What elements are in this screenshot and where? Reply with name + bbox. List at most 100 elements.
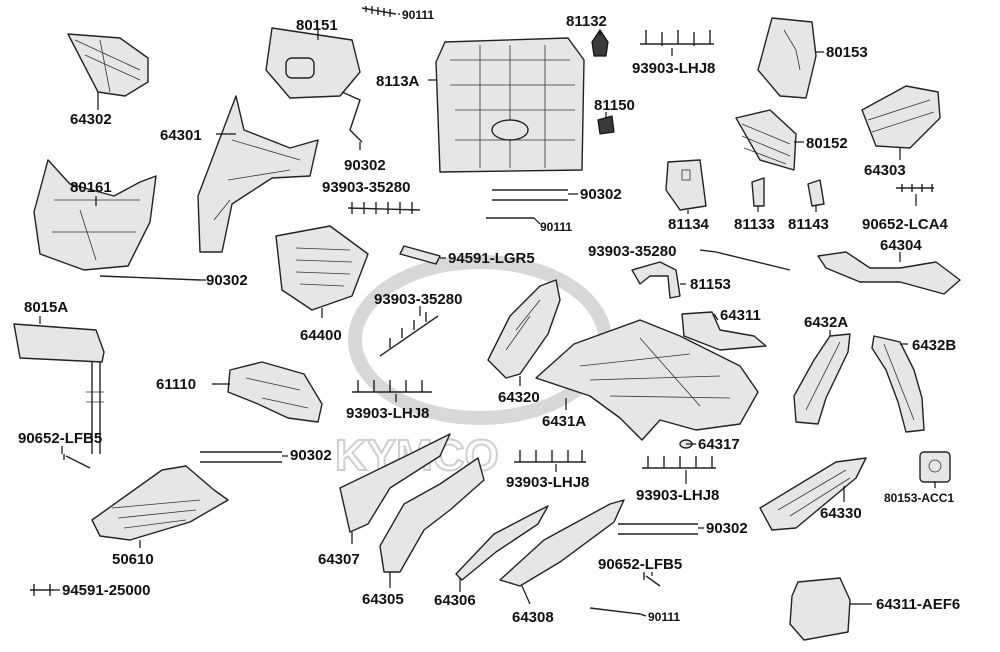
label-93903-lhj8-b: 93903-LHJ8: [346, 405, 429, 422]
part-93903-lhj8-a-clips: [640, 30, 714, 46]
label-64311-aef6: 64311-AEF6: [876, 596, 960, 613]
label-64330: 64330: [820, 505, 862, 522]
label-64304: 64304: [880, 237, 922, 254]
label-81153: 81153: [690, 276, 731, 293]
label-93903-35280-b: 93903-35280: [588, 243, 676, 260]
part-64306-shape: [455, 505, 549, 581]
label-90111-a: 90111: [402, 8, 434, 22]
part-50610-shape: [91, 465, 229, 541]
label-8015a: 8015A: [24, 299, 68, 316]
label-93903-lhj8-a: 93903-LHJ8: [632, 60, 715, 77]
part-6431a-shape: [535, 319, 759, 441]
label-64308: 64308: [512, 609, 554, 626]
leader-lines: [39, 13, 936, 617]
part-93903-35280-c-screws: [379, 312, 439, 357]
part-94591-25000-clip: [30, 584, 54, 596]
label-81132: 81132: [566, 13, 607, 30]
part-94591-lgr5-shape: [399, 245, 441, 265]
label-93903-35280-a: 93903-35280: [322, 179, 410, 196]
label-64317: 64317: [698, 436, 740, 453]
label-90111-c: 90111: [648, 610, 680, 624]
part-81150-shape: [597, 115, 615, 135]
part-64400-shape: [275, 225, 369, 311]
label-90302-b: 90302: [344, 157, 386, 174]
part-80161-shape: [33, 159, 157, 271]
label-90652-lfb5-b: 90652-LFB5: [598, 556, 682, 573]
label-93903-lhj8-d: 93903-LHJ8: [636, 487, 719, 504]
part-64307-shape: [339, 433, 451, 533]
label-90302-c: 90302: [580, 186, 622, 203]
part-64305-shape: [379, 457, 485, 573]
part-64311-shape: [681, 311, 767, 351]
label-50610: 50610: [112, 551, 154, 568]
part-64301-shape: [197, 95, 319, 253]
part-80153-shape: [757, 17, 817, 99]
label-64301: 64301: [160, 127, 202, 144]
part-81132-shape: [591, 28, 609, 57]
part-64304-shape: [817, 251, 961, 295]
label-6432b: 6432B: [912, 337, 956, 354]
part-61110-shape: [227, 361, 323, 423]
part-90652-lca4-clips: [896, 184, 934, 192]
part-8015a-shape: [13, 323, 105, 454]
part-6432a-shape: [793, 333, 851, 425]
label-80153: 80153: [826, 44, 868, 61]
label-90302-d: 90302: [290, 447, 332, 464]
part-64311-aef6-shape: [789, 577, 851, 641]
label-64320: 64320: [498, 389, 540, 406]
label-6432a: 6432A: [804, 314, 848, 331]
part-90111-c-screws: [589, 607, 641, 615]
label-61110: 61110: [156, 376, 196, 393]
label-90111-b: 90111: [540, 220, 572, 234]
label-64303: 64303: [864, 162, 906, 179]
label-6431a: 6431A: [542, 413, 586, 430]
part-64302-shape: [67, 33, 149, 97]
label-93903-lhj8-c: 93903-LHJ8: [506, 474, 589, 491]
part-64330-shape: [759, 457, 867, 531]
label-81133: 81133: [734, 216, 775, 233]
label-80151: 80151: [296, 17, 338, 34]
label-90652-lfb5-a: 90652-LFB5: [18, 430, 102, 447]
label-64400: 64400: [300, 327, 342, 344]
label-93903-35280-c: 93903-35280: [374, 291, 462, 308]
label-80161: 80161: [70, 179, 112, 196]
part-8113a-shape: [435, 37, 585, 173]
part-90302-a-screws: [99, 275, 201, 281]
part-93903-35280-b-screws: [715, 251, 791, 271]
label-8113a: 8113A: [376, 73, 420, 90]
part-90302-e-screws: [618, 523, 698, 535]
label-64305: 64305: [362, 591, 404, 608]
part-90652-lfb5-b-bolt: [643, 572, 661, 587]
part-81143-shape: [807, 179, 825, 207]
label-81150: 81150: [594, 97, 635, 114]
part-93903-lhj8-d-clips: [642, 456, 716, 469]
part-labels: 64302 80151 90111 81132 93903-LHJ8 80153…: [18, 8, 960, 626]
part-64303-shape: [861, 85, 941, 149]
part-81133-shape: [751, 177, 765, 207]
label-81134: 81134: [668, 216, 710, 233]
part-64308-shape: [499, 499, 625, 587]
part-93903-35280-a-screws: [347, 202, 421, 214]
part-90302-c-screws: [492, 189, 568, 201]
label-64306: 64306: [434, 592, 476, 609]
part-80151-shape: [265, 27, 361, 99]
part-90302-d-screws: [200, 451, 282, 463]
label-90652-lca4: 90652-LCA4: [862, 216, 949, 233]
part-90652-lfb5-a-bolt: [63, 454, 91, 469]
label-80153-acc1: 80153-ACC1: [884, 491, 954, 505]
label-64302: 64302: [70, 111, 112, 128]
part-80152-shape: [735, 109, 797, 171]
part-6432b-shape: [871, 335, 925, 433]
label-94591-25000: 94591-25000: [62, 582, 150, 599]
label-94591-lgr5: 94591-LGR5: [448, 250, 535, 267]
label-90302-e: 90302: [706, 520, 748, 537]
part-90111-a-screws: [361, 6, 397, 17]
label-81143: 81143: [788, 216, 829, 233]
label-80152: 80152: [806, 135, 848, 152]
part-93903-lhj8-c-clips: [514, 450, 586, 463]
part-81134-shape: [665, 159, 707, 211]
label-90302-a: 90302: [206, 272, 248, 289]
part-90302-b-wire: [341, 91, 363, 143]
